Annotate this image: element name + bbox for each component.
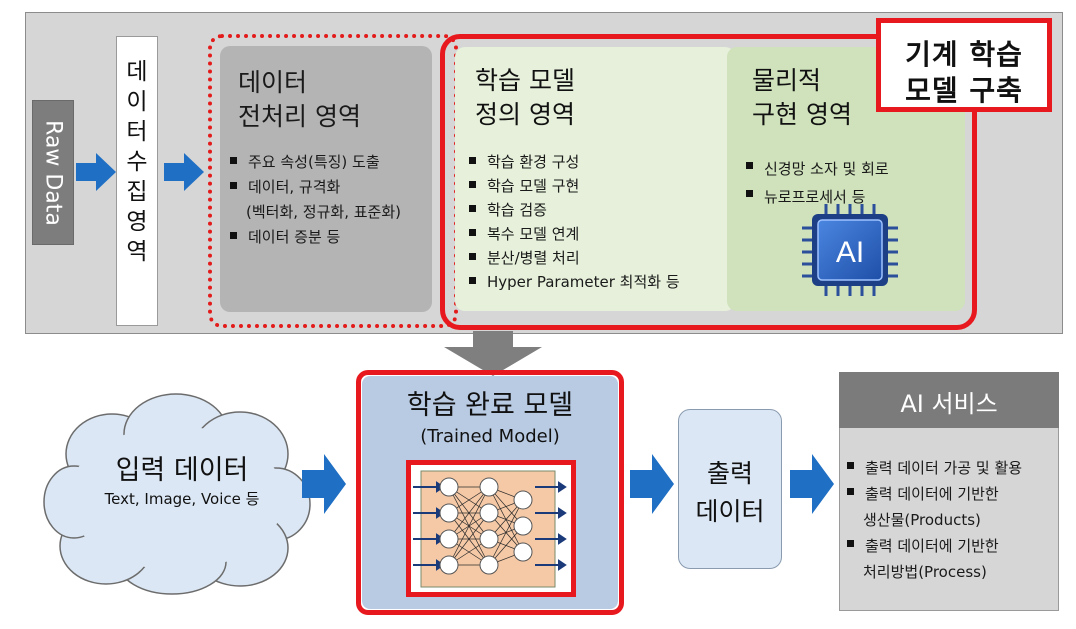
collect-char: 수	[126, 149, 148, 175]
preprocessing-area	[220, 46, 432, 312]
arrow-model-to-output-icon	[630, 454, 674, 514]
list-item-continuation: (벡터화, 정규화, 표준화)	[246, 203, 401, 221]
trained-model-title: 학습 완료 모델	[406, 390, 574, 421]
input-data-title: 입력 데이터	[115, 455, 249, 486]
list-item: 신경망 소자 및 회로	[744, 155, 954, 183]
ml-model-build-label: 기계 학습 모델 구축	[876, 18, 1052, 112]
model-definition-area	[455, 47, 735, 311]
ml-model-build-border	[440, 34, 977, 330]
model-definition-title: 학습 모델 정의 영역	[475, 66, 575, 129]
list-item-continuation: 처리방법(Process)	[863, 563, 987, 581]
arrow-collect-to-prep-icon	[164, 153, 204, 191]
preprocessing-title: 데이터 전처리 영역	[238, 68, 361, 131]
data-collection-area: 데 이 터 수 집 영 역	[116, 36, 158, 326]
collect-char: 역	[126, 239, 148, 265]
collect-char: 데	[126, 59, 148, 85]
raw-data-box: Raw Data	[32, 100, 74, 245]
collect-char: 집	[126, 179, 148, 205]
collect-char: 이	[126, 89, 148, 115]
arrow-down-gray-icon	[444, 331, 542, 376]
output-line: 데이터	[695, 497, 765, 526]
neural-network-icon	[413, 470, 567, 588]
arrow-input-to-model-icon	[302, 454, 346, 514]
list-item: 출력 데이터에 기반한	[845, 533, 1055, 559]
list-item: 학습 검증	[467, 198, 732, 222]
list-item-continuation: 생산물(Products)	[863, 511, 981, 529]
build-line: 모델 구축	[905, 74, 1023, 107]
list-item: 분산/병렬 처리	[467, 246, 732, 270]
input-data-cloud	[43, 393, 311, 595]
output-line: 출력	[706, 459, 753, 488]
collect-char: 영	[126, 209, 148, 235]
trained-model-subtitle: (Trained Model)	[420, 426, 560, 447]
list-item: 학습 환경 구성	[467, 150, 732, 174]
model-definition-bullets: 학습 환경 구성 학습 모델 구현 학습 검증 복수 모델 연계 분산/병렬 처…	[467, 150, 732, 294]
arrow-raw-to-collect-icon	[76, 153, 116, 191]
list-item: 출력 데이터 가공 및 활용	[845, 455, 1055, 481]
ai-service-body	[839, 428, 1059, 611]
ai-chip-icon: AI	[802, 204, 898, 296]
ai-service-bullets: 출력 데이터 가공 및 활용 출력 데이터에 기반한 생산물(Products)…	[845, 455, 1055, 585]
chip-label: AI	[836, 236, 864, 269]
list-item: 학습 모델 구현	[467, 174, 732, 198]
collect-char: 터	[126, 119, 148, 145]
list-item: 데이터, 규격화	[228, 175, 443, 200]
list-item: 데이터 증분 등	[228, 225, 443, 250]
output-data-box: 출력 데이터	[678, 409, 782, 569]
list-item: 복수 모델 연계	[467, 222, 732, 246]
list-item: 뉴로프로세서 등	[744, 183, 954, 211]
ai-service-header: AI 서비스	[839, 372, 1059, 428]
arrow-output-to-service-icon	[790, 454, 834, 514]
physical-implementation-title: 물리적 구현 영역	[752, 66, 852, 129]
ai-service-title: AI 서비스	[900, 390, 998, 418]
physical-implementation-bullets: 신경망 소자 및 회로 뉴로프로세서 등	[744, 155, 954, 211]
preprocessing-bullets: 주요 속성(특징) 도출 데이터, 규격화 (벡터화, 정규화, 표준화) 데이…	[228, 150, 443, 250]
list-item: Hyper Parameter 최적화 등	[467, 270, 732, 294]
raw-data-label: Raw Data	[40, 119, 66, 226]
trained-model-border	[356, 370, 624, 615]
build-line: 기계 학습	[905, 38, 1023, 71]
list-item: 출력 데이터에 기반한	[845, 481, 1055, 507]
input-data-subtitle: Text, Image, Voice 등	[104, 490, 260, 508]
list-item: 주요 속성(특징) 도출	[228, 150, 443, 175]
